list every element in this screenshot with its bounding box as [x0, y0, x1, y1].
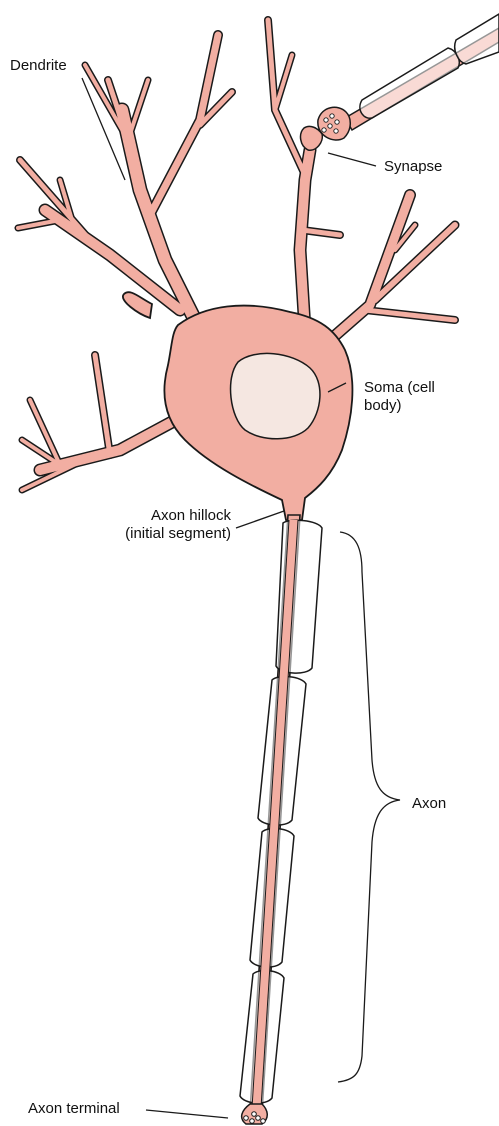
axon-terminal — [242, 1104, 268, 1124]
nucleus — [231, 353, 320, 438]
terminal-leader — [146, 1110, 228, 1118]
vesicle — [250, 1119, 255, 1124]
vesicle — [252, 1112, 257, 1117]
axon-hillock-label-line-2: (initial segment) — [86, 525, 231, 543]
axon-label: Axon — [412, 795, 446, 813]
dendrite-label: Dendrite — [10, 57, 67, 75]
soma-label-line-2: body) — [364, 397, 435, 415]
axon-hillock-label: Axon hillock (initial segment) — [86, 507, 231, 543]
synapse-leader — [328, 153, 376, 166]
vesicle — [244, 1116, 249, 1121]
vesicle — [335, 120, 339, 124]
vesicle — [256, 1116, 261, 1121]
soma-label-line-1: Soma (cell — [364, 379, 435, 397]
vesicle — [324, 118, 328, 122]
soma-label: Soma (cell body) — [364, 379, 435, 415]
vesicle — [261, 1119, 266, 1124]
axon-terminal-label: Axon terminal — [28, 1100, 120, 1118]
myelin-segment — [455, 14, 499, 64]
myelin-segment — [360, 48, 459, 118]
dendritic-spine — [123, 292, 152, 318]
synapse-label: Synapse — [384, 158, 442, 176]
vesicle — [330, 114, 334, 118]
axon-hillock-label-line-1: Axon hillock — [86, 507, 231, 525]
vesicle — [328, 124, 332, 128]
hillock-leader — [236, 511, 284, 528]
leader-lines — [82, 78, 400, 1118]
vesicle — [322, 128, 326, 132]
myelin-sheath — [240, 520, 322, 1103]
vesicle — [334, 129, 338, 133]
postsynaptic-spine — [301, 126, 323, 150]
presynaptic-axon — [318, 14, 499, 140]
axon-brace — [338, 532, 400, 1082]
